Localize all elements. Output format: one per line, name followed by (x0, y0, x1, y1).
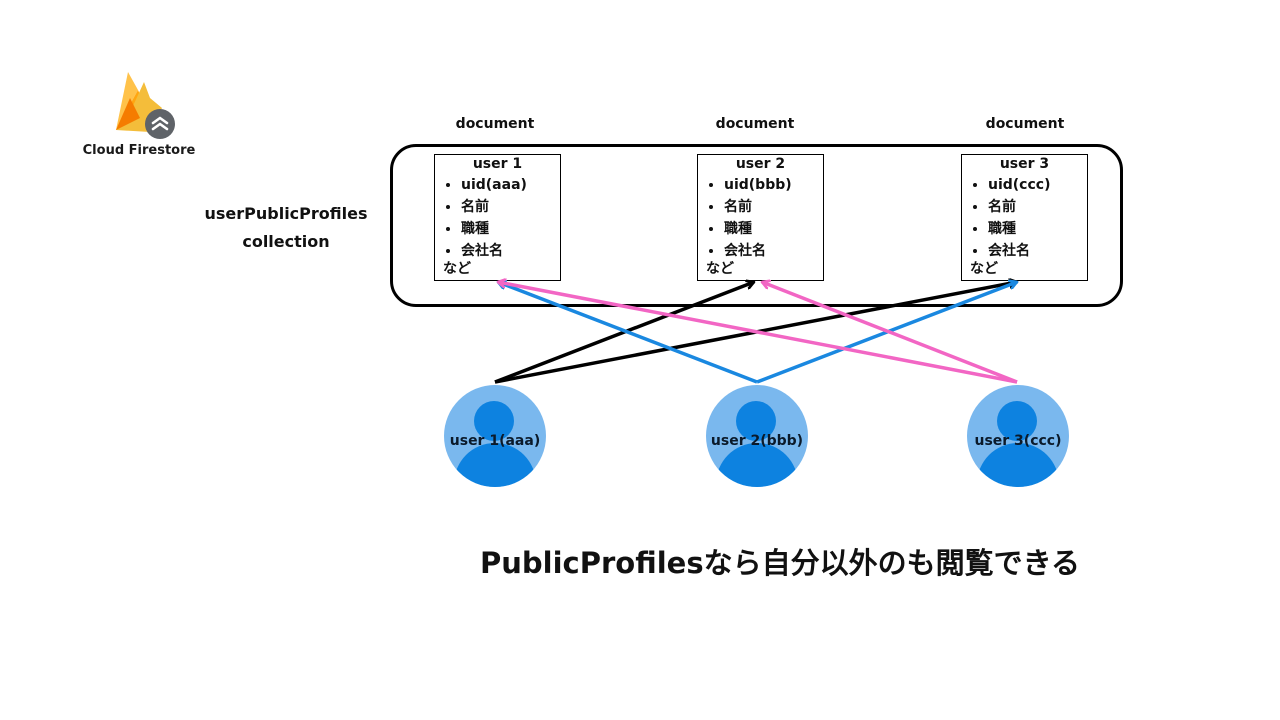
user-avatar-2: user 2(bbb) (706, 385, 808, 487)
user-avatar-icon (736, 401, 776, 441)
field-name: 名前 (988, 196, 1087, 218)
document-heading-2: document (715, 116, 795, 132)
user-avatar-3: user 3(ccc) (967, 385, 1069, 487)
document-title: user 3 (999, 156, 1050, 172)
field-job: 職種 (724, 218, 823, 240)
user-avatar-icon (474, 401, 514, 441)
user-avatar-icon (997, 401, 1037, 441)
diagram-caption: PublicProfilesなら自分以外のも閲覧できる (480, 546, 1080, 580)
field-name: 名前 (461, 196, 560, 218)
document-field-list: uid(aaa) 名前 職種 会社名 (435, 174, 560, 262)
firebase-flame-icon (116, 72, 175, 139)
field-uid: uid(bbb) (724, 174, 823, 196)
user-label: user 1(aaa) (449, 433, 541, 449)
field-uid: uid(aaa) (461, 174, 560, 196)
document-etc: など (970, 261, 998, 277)
avatar-body (977, 443, 1059, 487)
field-company: 会社名 (724, 240, 823, 262)
field-job: 職種 (461, 218, 560, 240)
field-name: 名前 (724, 196, 823, 218)
document-card-user-2: user 2 uid(bbb) 名前 職種 会社名 など (697, 154, 824, 281)
field-job: 職種 (988, 218, 1087, 240)
user-label: user 3(ccc) (974, 433, 1062, 449)
collection-label: userPublicProfiles collection (196, 200, 376, 256)
field-company: 会社名 (988, 240, 1087, 262)
document-heading-1: document (455, 116, 535, 132)
collection-name: userPublicProfiles (204, 204, 368, 223)
document-field-list: uid(ccc) 名前 職種 会社名 (962, 174, 1087, 262)
collection-type: collection (242, 232, 330, 251)
user-avatar-1: user 1(aaa) (444, 385, 546, 487)
document-card-user-3: user 3 uid(ccc) 名前 職種 会社名 など (961, 154, 1088, 281)
document-etc: など (706, 261, 734, 277)
document-title: user 2 (735, 156, 786, 172)
document-etc: など (443, 261, 471, 277)
avatar-body (716, 443, 798, 487)
cloud-firestore-logo: Cloud Firestore (80, 68, 200, 164)
document-card-user-1: user 1 uid(aaa) 名前 職種 会社名 など (434, 154, 561, 281)
user-label: user 2(bbb) (710, 433, 804, 449)
logo-text: Cloud Firestore (82, 143, 196, 158)
document-heading-3: document (985, 116, 1065, 132)
avatar-body (454, 443, 536, 487)
document-title: user 1 (472, 156, 523, 172)
document-field-list: uid(bbb) 名前 職種 会社名 (698, 174, 823, 262)
field-uid: uid(ccc) (988, 174, 1087, 196)
field-company: 会社名 (461, 240, 560, 262)
